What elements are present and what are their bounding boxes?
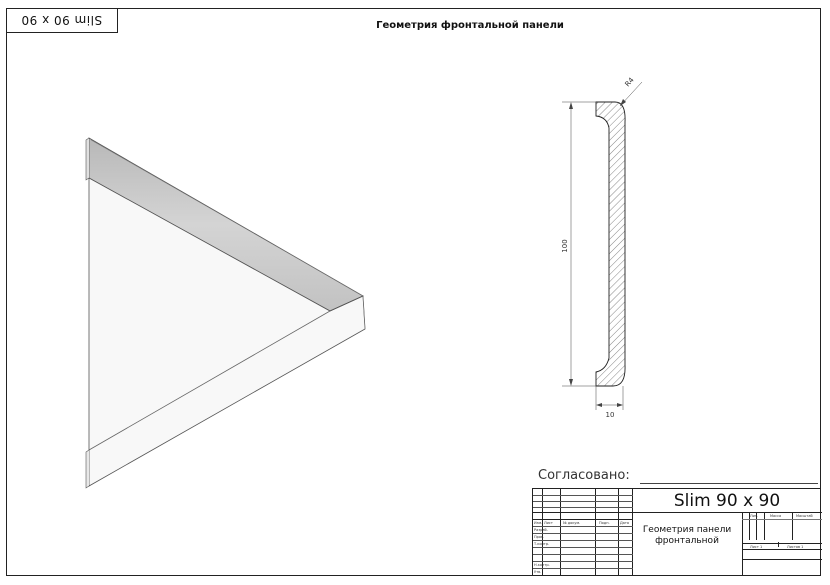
row-label-prov: Пров. xyxy=(534,535,545,539)
approval-signature-line xyxy=(640,483,818,484)
description-line-2: фронтальной xyxy=(655,536,719,546)
col-header-list: Лист xyxy=(544,521,553,525)
profile-hatched-section xyxy=(595,101,626,387)
row-label-utv: Утв. xyxy=(534,570,542,574)
cell-label-sheet: Лист 1 xyxy=(750,545,763,549)
approval-label: Согласовано: xyxy=(538,468,630,483)
col-header-sign: Подп. xyxy=(599,521,610,525)
height-dimension-label: 100 xyxy=(561,239,569,252)
cell-label-mass: Масса xyxy=(770,514,782,518)
cell-label-lit: Лит. xyxy=(750,514,759,518)
row-label-razrab: Разраб. xyxy=(534,528,548,532)
isometric-panel-view xyxy=(85,137,366,489)
product-name: Slim 90 x 90 xyxy=(673,490,781,511)
row-label-nkontr: Н.контр. xyxy=(534,563,550,567)
sheet-title: Геометрия фронтальной панели xyxy=(376,20,564,31)
profile-section-view: 100 10 R4 xyxy=(561,76,643,419)
col-header-doc: № докум. xyxy=(563,521,581,525)
description-line-1: Геометрия панели xyxy=(642,525,732,535)
cell-label-scale: Масштаб xyxy=(796,514,813,518)
radius-dimension-label: R4 xyxy=(624,76,637,89)
width-dimension-label: 10 xyxy=(606,411,615,419)
drawing-description: Геометрия панели фронтальной xyxy=(632,513,742,559)
row-label-tkontr: Т.контр. xyxy=(534,542,550,546)
title-block: Изм. Лист № докум. Подп. Дата Разраб. Пр… xyxy=(532,488,822,576)
col-header-izm: Изм. xyxy=(534,521,543,525)
corner-label-box: Slim 90 x 90 xyxy=(6,8,118,33)
drawing-sheet-frame xyxy=(6,8,821,576)
cell-label-sheets: Листов 1 xyxy=(787,545,804,549)
col-header-date: Дата xyxy=(620,521,630,525)
